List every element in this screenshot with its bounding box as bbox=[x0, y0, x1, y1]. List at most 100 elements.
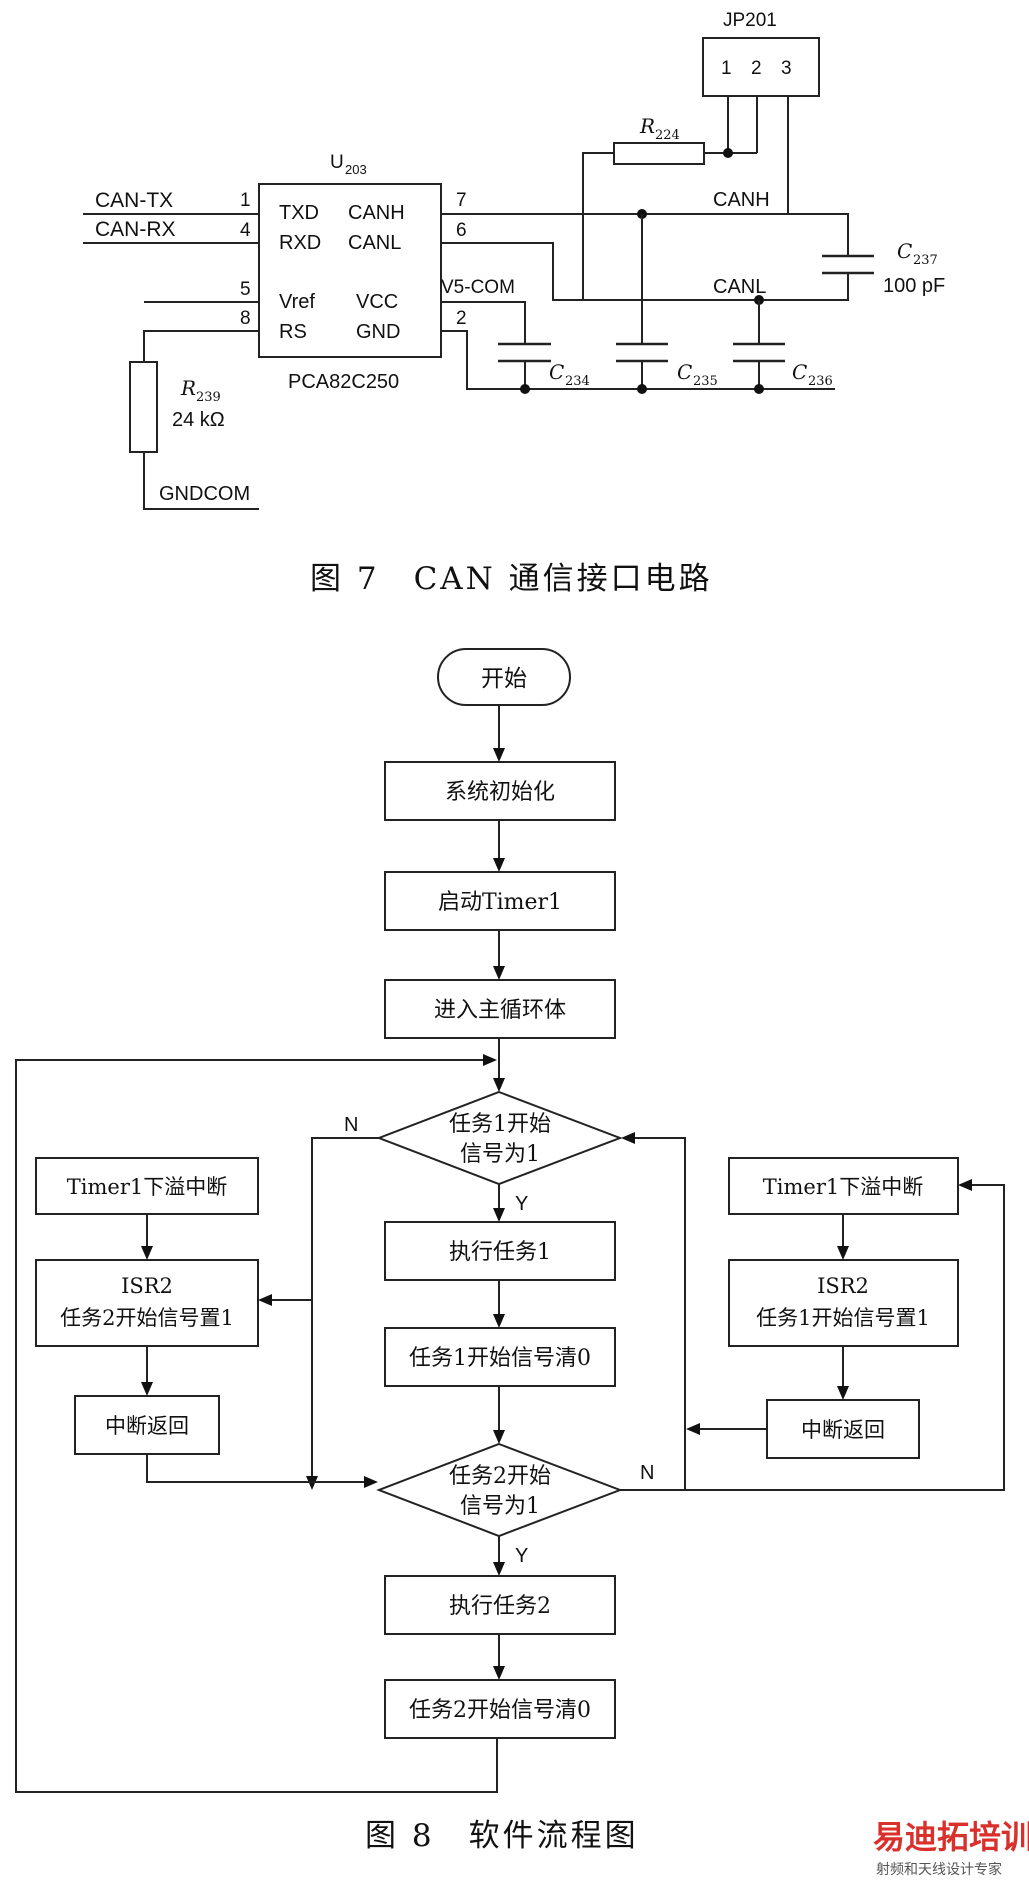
decision2-yes-label: Y bbox=[515, 1545, 528, 1567]
exec-task1-box bbox=[384, 1221, 616, 1281]
decision1-yes-label: Y bbox=[515, 1193, 528, 1215]
clear-task1-box bbox=[384, 1327, 616, 1387]
gndcom-wire bbox=[143, 452, 259, 510]
loop-back-line bbox=[15, 1059, 498, 1793]
chip-pin-vref: Vref bbox=[279, 291, 315, 313]
chip-pin-canl: CANL bbox=[348, 232, 401, 254]
chip-pin-rs: RS bbox=[279, 321, 307, 343]
v5com-wire bbox=[441, 301, 526, 344]
jp201-pin-2: 2 bbox=[751, 58, 762, 79]
clear-task1-text: 任务1开始信号清0 bbox=[409, 1346, 591, 1371]
c236-sub: 236 bbox=[808, 374, 833, 389]
c237-capacitor bbox=[822, 254, 874, 275]
decision2-no-label: N bbox=[640, 1462, 654, 1484]
r239-sub: 239 bbox=[196, 390, 221, 405]
r224-resistor bbox=[613, 142, 705, 165]
pin-7-label: 7 bbox=[456, 190, 467, 211]
jp201-pin-leads bbox=[727, 96, 789, 214]
decision1-no-label: N bbox=[344, 1114, 358, 1136]
canl-net-label: CANL bbox=[713, 276, 766, 298]
right-isr-box bbox=[728, 1259, 959, 1347]
decision-task2-line1: 任务2开始 bbox=[449, 1464, 551, 1489]
can-rx-label: CAN-RX bbox=[95, 218, 176, 241]
c234-label: C bbox=[549, 360, 564, 384]
canh-net bbox=[441, 213, 849, 239]
chip-pin-txd: TXD bbox=[279, 202, 319, 224]
r224-left-wire bbox=[582, 152, 614, 300]
pin-6-label: 6 bbox=[456, 220, 467, 241]
decision-task1-diamond bbox=[376, 1090, 623, 1186]
right-isr-line2: 任务1开始信号置1 bbox=[756, 1306, 930, 1330]
exec-task2-text: 执行任务2 bbox=[449, 1594, 551, 1619]
can-tx-label: CAN-TX bbox=[95, 189, 173, 212]
pin-8-label: 8 bbox=[240, 308, 251, 329]
c236-label: C bbox=[792, 360, 807, 384]
left-return-text: 中断返回 bbox=[105, 1414, 189, 1438]
chip-part-number: PCA82C250 bbox=[288, 371, 399, 393]
c235-label: C bbox=[677, 360, 692, 384]
pin-4-label: 4 bbox=[240, 220, 251, 241]
right-timer-text: Timer1下溢中断 bbox=[763, 1175, 923, 1199]
can-tx-rx-wires bbox=[83, 213, 259, 244]
c237-value: 100 pF bbox=[883, 275, 945, 297]
right-return-text: 中断返回 bbox=[801, 1418, 885, 1442]
c234-sub: 234 bbox=[565, 374, 590, 389]
start-text: 开始 bbox=[481, 666, 527, 692]
exec-task2-box bbox=[384, 1575, 616, 1635]
watermark: 易迪拓培训 射频和天线设计专家 bbox=[873, 1818, 1029, 1878]
r239-label: R bbox=[180, 376, 196, 400]
left-isr-line1: ISR2 bbox=[121, 1274, 173, 1298]
main-loop-text: 进入主循环体 bbox=[434, 998, 566, 1023]
jp201-label: JP201 bbox=[723, 10, 777, 31]
gndcom-label: GNDCOM bbox=[159, 483, 250, 505]
timer-start-box bbox=[384, 871, 616, 931]
u203-sub: 203 bbox=[345, 162, 367, 177]
canh-net-label: CANH bbox=[713, 189, 770, 211]
pin-1-label: 1 bbox=[240, 190, 251, 211]
chip-pin-vcc: VCC bbox=[356, 291, 398, 313]
pin-2-label: 2 bbox=[456, 308, 467, 329]
exec-task1-text: 执行任务1 bbox=[449, 1240, 551, 1265]
jp201-connector bbox=[702, 37, 820, 97]
chip-pin-rxd: RXD bbox=[279, 232, 321, 254]
figure-8-caption: 图 8 软件流程图 bbox=[365, 1818, 639, 1854]
c237-sub: 237 bbox=[913, 253, 938, 268]
decision-task2-line2: 信号为1 bbox=[460, 1494, 540, 1519]
jp201-pin-3: 3 bbox=[781, 58, 792, 79]
c234-capacitor bbox=[498, 342, 551, 363]
left-return-path bbox=[146, 1454, 365, 1483]
decision1-no-path bbox=[311, 1137, 379, 1480]
left-isr-box bbox=[35, 1259, 259, 1347]
c236-capacitor bbox=[733, 342, 785, 363]
watermark-subtitle: 射频和天线设计专家 bbox=[876, 1861, 1002, 1878]
chip-pin-canh: CANH bbox=[348, 202, 405, 224]
left-return-box bbox=[74, 1395, 220, 1455]
r224-label: R bbox=[639, 114, 655, 138]
right-loop-path bbox=[685, 1184, 1005, 1491]
chip-pin-gnd: GND bbox=[356, 321, 400, 343]
left-timer-text: Timer1下溢中断 bbox=[67, 1175, 227, 1199]
c235-sub: 235 bbox=[693, 374, 718, 389]
right-timer-box bbox=[728, 1157, 959, 1215]
pin-5-label: 5 bbox=[240, 279, 251, 300]
figure-7-caption: 图 7 CAN 通信接口电路 bbox=[310, 561, 713, 597]
right-isr-line1: ISR2 bbox=[817, 1274, 869, 1298]
decision-task1-line1: 任务1开始 bbox=[449, 1112, 551, 1137]
rs-wire bbox=[143, 330, 259, 362]
clear-task2-text: 任务2开始信号清0 bbox=[409, 1698, 591, 1723]
init-text: 系统初始化 bbox=[445, 780, 555, 805]
can-circuit-diagram: JP201 1 2 3 R 224 U 203 TXD CANH RXD CAN… bbox=[83, 10, 945, 510]
r239-value: 24 kΩ bbox=[172, 409, 225, 431]
left-isr-line2: 任务2开始信号置1 bbox=[60, 1306, 234, 1330]
r224-junction bbox=[723, 148, 733, 158]
ground-rail bbox=[441, 330, 835, 390]
decision2-no-path bbox=[620, 1137, 686, 1491]
left-timer-box bbox=[35, 1157, 259, 1215]
clear-task2-box bbox=[384, 1679, 616, 1739]
r239-resistor bbox=[129, 361, 158, 453]
decision-task1-line2: 信号为1 bbox=[460, 1142, 540, 1167]
watermark-title: 易迪拓培训 bbox=[873, 1818, 1029, 1856]
timer-start-text: 启动Timer1 bbox=[438, 890, 562, 915]
decision-task2-diamond bbox=[376, 1442, 623, 1538]
u203-label: U bbox=[330, 152, 344, 173]
